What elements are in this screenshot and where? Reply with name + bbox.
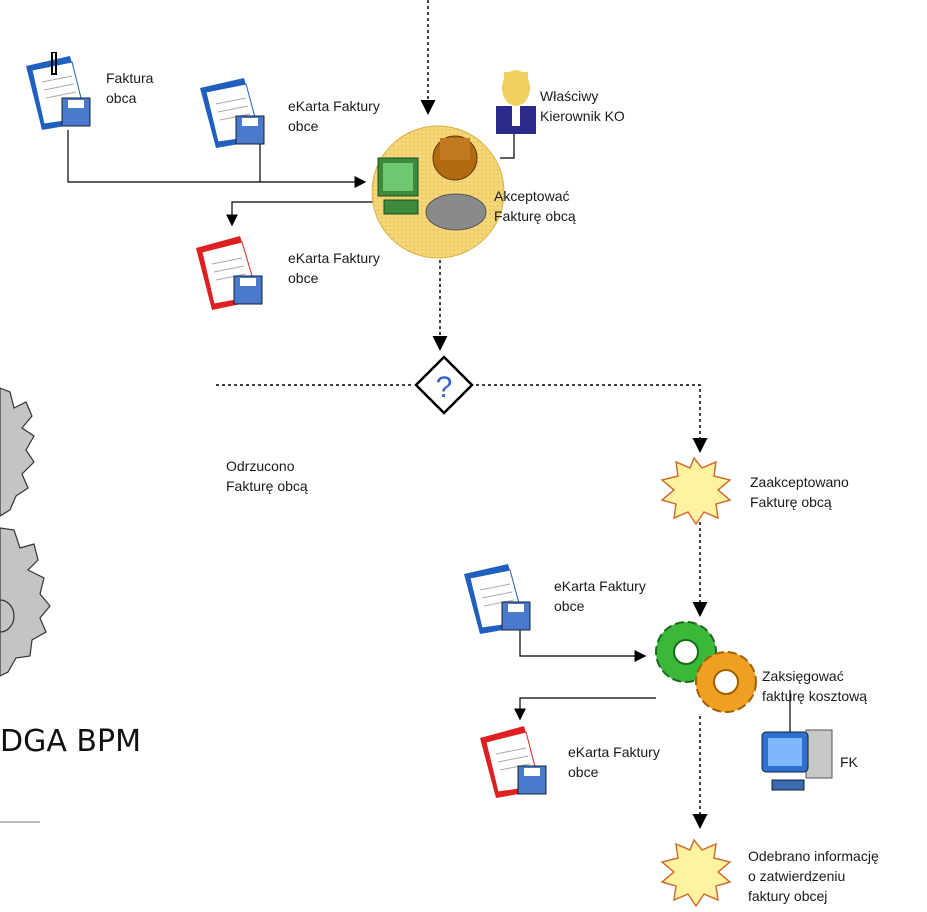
connector-actor [500, 132, 515, 159]
connector-ekarta-out [226, 201, 378, 227]
gears-icon [655, 621, 757, 713]
connector-faktura [67, 130, 367, 188]
document-red-icon [480, 726, 547, 798]
document-blue-icon [464, 564, 531, 634]
computer-icon [761, 729, 833, 791]
connector-accepted [476, 384, 708, 453]
connector-ekarta-out2 [514, 697, 656, 721]
document-red-icon [196, 236, 263, 310]
connector-ekarta-in2 [519, 630, 647, 662]
task-circle-icon [371, 125, 505, 259]
document-blue-icon [26, 52, 91, 130]
label-system: FK [840, 754, 858, 770]
gateway-diamond-icon: ? [414, 355, 474, 415]
person-icon [496, 70, 536, 134]
gateway-symbol: ? [436, 371, 453, 404]
event-star-icon [660, 456, 732, 526]
event-star-icon [660, 838, 732, 908]
document-blue-icon [200, 78, 265, 148]
footer-title: DGA BPM [0, 724, 141, 759]
gear-decoration-icon [0, 387, 51, 677]
